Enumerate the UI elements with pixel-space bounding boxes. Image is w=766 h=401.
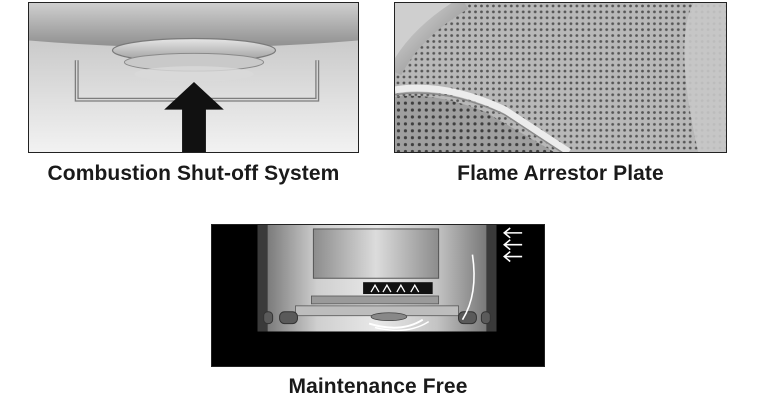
upward-arrow-icon (164, 81, 224, 152)
airflow-arrows-icon (502, 227, 523, 263)
maintenance-free-image (211, 224, 545, 367)
caption-maintenance-free: Maintenance Free (288, 375, 468, 398)
caption-flame-arrestor: Flame Arrestor Plate (457, 162, 664, 185)
caption-combustion-shutoff: Combustion Shut-off System (47, 162, 340, 185)
combustion-shutoff-image (28, 2, 359, 153)
flame-arrestor-image (394, 2, 727, 153)
